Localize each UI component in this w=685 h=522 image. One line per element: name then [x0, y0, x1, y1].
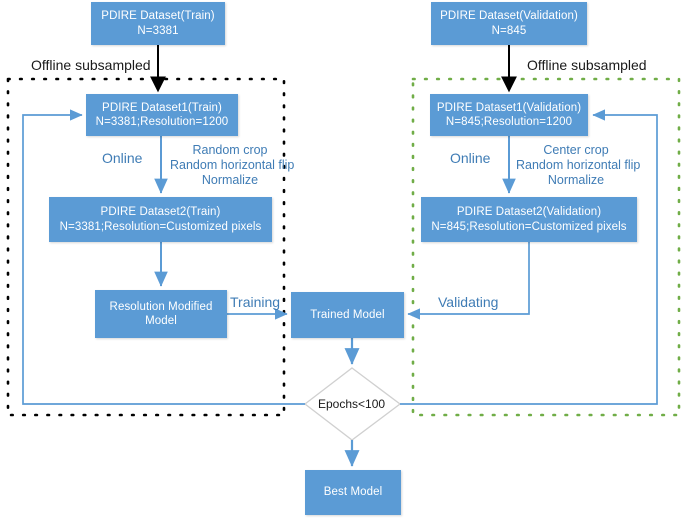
- label-train-augmentations-line3: Normalize: [201, 173, 259, 187]
- node-validation-dataset2[interactable]: PDIRE Dataset2(Validation) N=845;Resolut…: [421, 197, 637, 242]
- label-validating: Validating: [438, 294, 499, 310]
- node-validation-dataset[interactable]: PDIRE Dataset(Validation) N=845: [431, 2, 587, 45]
- label-train-augmentations-line2: Random horizontal flip: [170, 158, 295, 172]
- label-offline-subsampled-left: Offline subsampled: [31, 57, 151, 73]
- node-train-dataset2-line1: PDIRE Dataset2(Train): [100, 206, 221, 219]
- label-train-augmentations: Random crop Random horizontal flip Norma…: [170, 143, 295, 188]
- label-online-right: Online: [450, 150, 491, 166]
- label-validation-augmentations-line2: Random horizontal flip: [516, 158, 641, 172]
- node-validation-dataset1-line2: N=845;Resolution=1200: [445, 116, 573, 128]
- node-train-dataset-line2: N=3381: [137, 24, 179, 37]
- label-train-augmentations-line1: Random crop: [192, 143, 268, 157]
- node-validation-dataset1[interactable]: PDIRE Dataset1(Validation) N=845;Resolut…: [430, 94, 588, 136]
- node-train-dataset-line1: PDIRE Dataset(Train): [101, 10, 215, 23]
- node-best-model[interactable]: Best Model: [305, 470, 401, 515]
- node-trained-model[interactable]: Trained Model: [291, 292, 404, 338]
- node-validation-dataset1-line1: PDIRE Dataset1(Validation): [436, 101, 582, 114]
- label-offline-subsampled-right: Offline subsampled: [527, 57, 647, 73]
- node-train-dataset2[interactable]: PDIRE Dataset2(Train) N=3381;Resolution=…: [49, 197, 272, 242]
- decision-label: Epochs<100: [318, 397, 386, 411]
- node-resolution-modified-model[interactable]: Resolution Modified Model: [95, 290, 227, 338]
- node-validation-dataset-line2: N=845: [491, 24, 527, 37]
- node-train-dataset1-line2: N=3381;Resolution=1200: [95, 116, 229, 128]
- label-training: Training: [230, 294, 281, 310]
- node-train-dataset1-line1: PDIRE Dataset1(Train): [102, 101, 222, 114]
- node-trained-model-line1: Trained Model: [310, 308, 385, 321]
- node-resolution-modified-model-line1: Resolution Modified: [109, 300, 213, 313]
- node-best-model-line1: Best Model: [323, 486, 383, 499]
- node-train-dataset1[interactable]: PDIRE Dataset1(Train) N=3381;Resolution=…: [86, 94, 238, 136]
- node-validation-dataset2-line1: PDIRE Dataset2(Validation): [456, 206, 602, 219]
- label-validation-augmentations: Center crop Random horizontal flip Norma…: [516, 143, 641, 188]
- node-train-dataset2-line2: N=3381;Resolution=Customized pixels: [59, 220, 262, 233]
- node-validation-dataset-line1: PDIRE Dataset(Validation): [440, 10, 578, 23]
- node-resolution-modified-model-line2: Model: [145, 315, 177, 327]
- label-online-left: Online: [102, 150, 143, 166]
- node-train-dataset[interactable]: PDIRE Dataset(Train) N=3381: [91, 2, 225, 45]
- label-validation-augmentations-line1: Center crop: [543, 143, 609, 157]
- label-validation-augmentations-line3: Normalize: [547, 173, 605, 187]
- node-validation-dataset2-line2: N=845;Resolution=Customized pixels: [431, 220, 627, 233]
